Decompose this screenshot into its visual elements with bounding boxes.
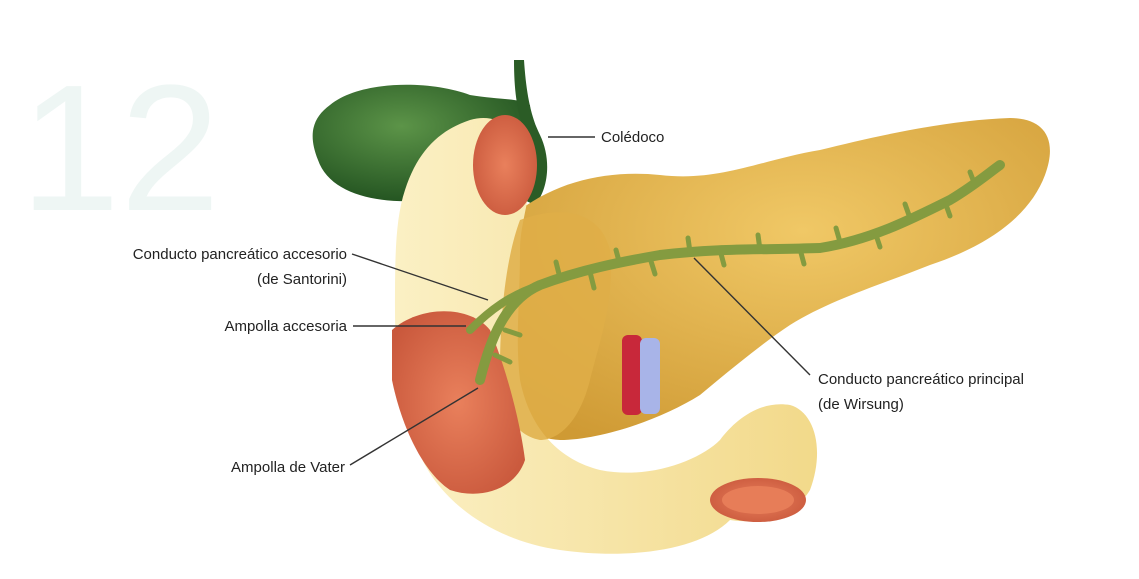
label-coledoco: Colédoco bbox=[601, 129, 664, 146]
duodenum-lumen-top bbox=[473, 115, 537, 215]
watermark: 12 bbox=[20, 48, 220, 249]
label-ampolla-vater: Ampolla de Vater bbox=[231, 459, 345, 476]
jejunum-opening-inner bbox=[722, 486, 794, 514]
label-santorini-line1: Conducto pancreático accesorio bbox=[133, 246, 347, 263]
label-wirsung-line1: Conducto pancreático principal bbox=[818, 371, 1024, 388]
label-wirsung-line2: (de Wirsung) bbox=[818, 396, 904, 413]
mesenteric-artery bbox=[622, 335, 642, 415]
mesenteric-vein bbox=[640, 338, 660, 414]
label-ampolla-accesoria: Ampolla accesoria bbox=[224, 318, 347, 335]
label-santorini-line2: (de Santorini) bbox=[257, 271, 347, 288]
